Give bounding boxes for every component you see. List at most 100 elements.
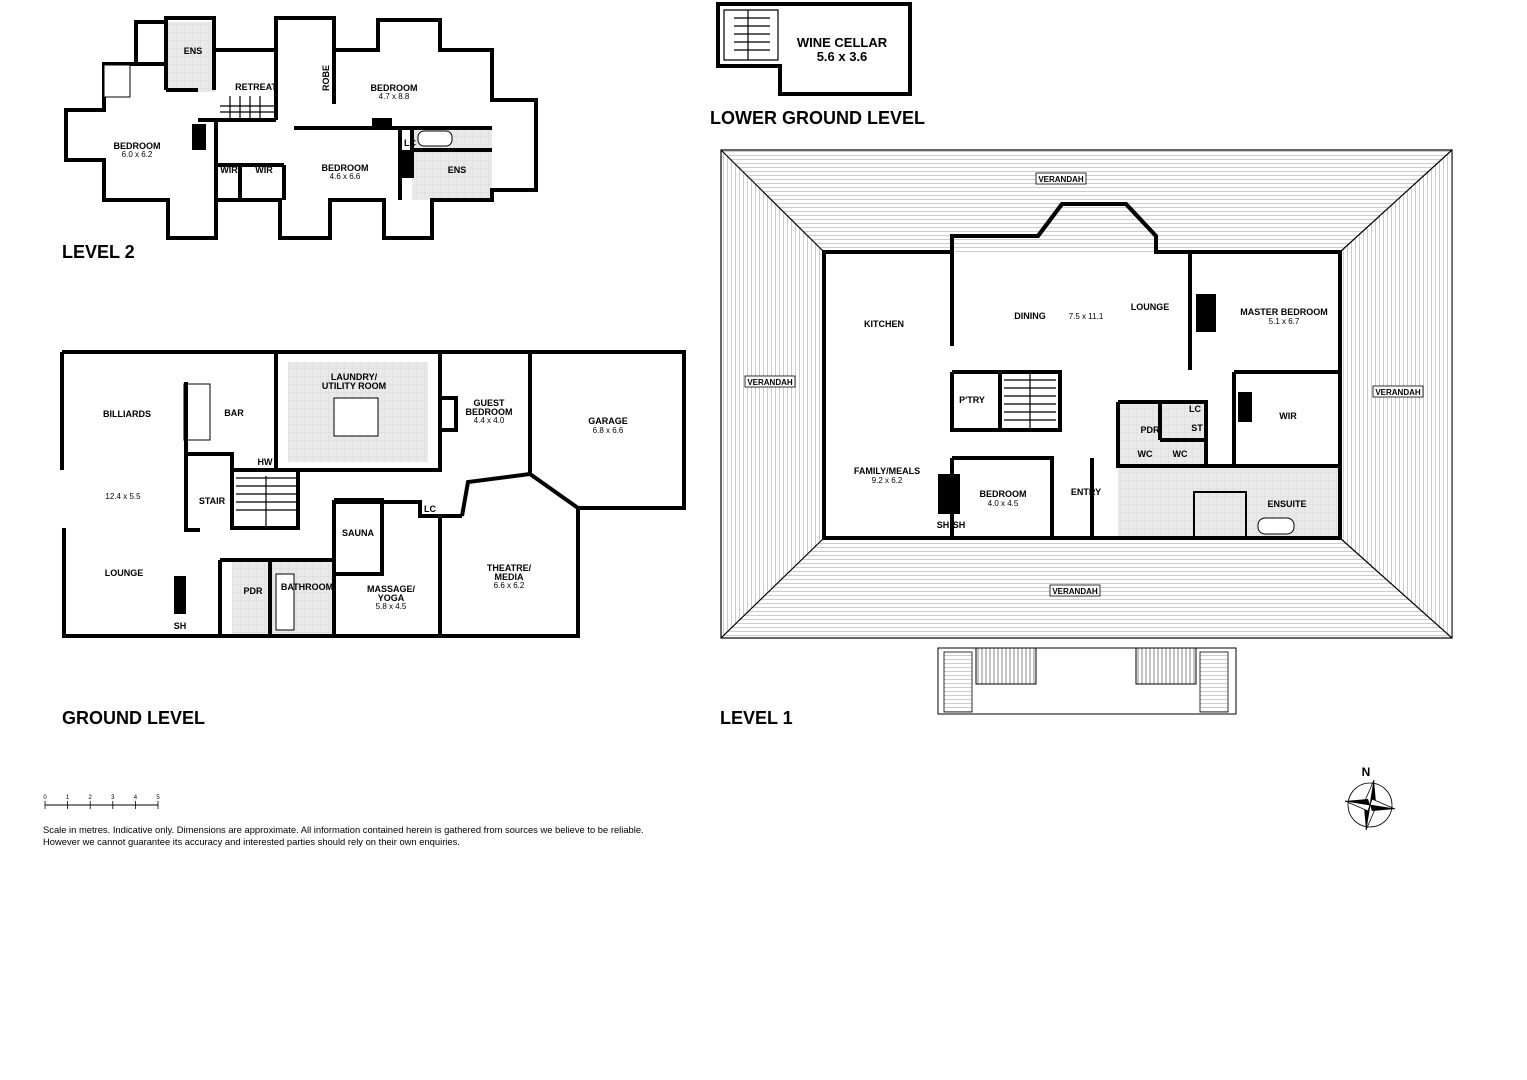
- room-label-bedroom-ne: BEDROOM: [371, 83, 418, 93]
- stair-icon: [220, 96, 276, 120]
- room-label-wc: WC: [1138, 449, 1153, 459]
- ground-plan: BILLIARDS 12.4 x 5.5 LOUNGE BAR LAUNDRY/…: [60, 350, 686, 638]
- room-label-guest-2: BEDROOM: [466, 407, 513, 417]
- verandah-top-box: [1035, 172, 1087, 185]
- level1-plan: VERANDAH VERANDAH VERANDAH VERANDAH KITC…: [720, 149, 1453, 715]
- room-label-ptry: P'TRY: [959, 395, 985, 405]
- room-label-entry: ENTRY: [1071, 487, 1101, 497]
- room-dim-theatre: 6.6 x 6.2: [494, 581, 525, 590]
- room-label-lounge: LOUNGE: [1131, 302, 1170, 312]
- stair-icon: [1004, 372, 1056, 430]
- room-label-laundry-2: UTILITY ROOM: [322, 381, 386, 391]
- room-label-theatre: THEATRE/: [487, 563, 532, 573]
- room-label-theatre-2: MEDIA: [495, 572, 525, 582]
- stair-icon: [1199, 651, 1229, 713]
- room-dim-bedroom-ne: 4.7 x 8.8: [379, 92, 410, 101]
- fireplace-icon: [400, 150, 414, 178]
- disclaimer-text: Scale in metres. Indicative only. Dimens…: [43, 824, 743, 848]
- level-title-ground: GROUND LEVEL: [62, 708, 205, 728]
- level-title-level1: LEVEL 1: [720, 708, 793, 728]
- fireplace-icon: [372, 118, 392, 128]
- room-label-family: FAMILY/MEALS: [854, 466, 920, 476]
- scale-tick-label: 0: [43, 795, 47, 801]
- room-label-sh: SH: [174, 621, 187, 631]
- verandah-bottom-box: [1049, 584, 1101, 597]
- room-label-lc: LC: [404, 138, 416, 148]
- room-label-robe: ROBE: [321, 65, 331, 91]
- room-label-sh: SH: [953, 520, 966, 530]
- compass-north-label: N: [1362, 765, 1371, 779]
- level2-inner-walls: [136, 22, 492, 200]
- compass-rose-icon: N: [1344, 765, 1396, 831]
- verandah-deck-top: [721, 150, 1452, 252]
- room-label-ensuite: ENSUITE: [1267, 499, 1306, 509]
- room-label-wir: WIR: [1279, 411, 1297, 421]
- stair-icon: [943, 651, 973, 713]
- verandah-left-box: [744, 375, 796, 388]
- ground-inner-walls: [184, 352, 580, 636]
- disclaimer-line-2: However we cannot guarantee its accuracy…: [43, 836, 460, 847]
- wine-cellar-dim: 5.6 x 3.6: [817, 49, 868, 64]
- ens-tile-floor: [166, 22, 216, 92]
- room-label-bedroom-w: BEDROOM: [114, 141, 161, 151]
- laundry-island: [333, 397, 379, 437]
- scale-tick-label: 2: [89, 795, 93, 801]
- scale-bar: 0 1 2 3 4 5: [43, 795, 160, 809]
- room-label-bar: BAR: [224, 408, 244, 418]
- room-dim-family: 9.2 x 6.2: [872, 476, 903, 485]
- room-label-massage: MASSAGE/: [367, 584, 416, 594]
- room-dim-billiards: 12.4 x 5.5: [105, 492, 141, 501]
- room-label-st: ST: [1191, 423, 1203, 433]
- level1-inner-walls: [950, 252, 1340, 538]
- room-label-pdr: PDR: [1140, 425, 1160, 435]
- level2-plan: ENS RETREAT ROBE BEDROOM 4.7 x 8.8 BEDRO…: [64, 16, 538, 240]
- room-dim-bedroom: 4.0 x 4.5: [988, 499, 1019, 508]
- room-label-billiards: BILLIARDS: [103, 409, 151, 419]
- stair-icon: [236, 476, 296, 526]
- room-label-lounge: LOUNGE: [105, 568, 144, 578]
- scale-tick-label: 4: [134, 795, 138, 801]
- bar-counter: [183, 383, 211, 441]
- room-label-master: MASTER BEDROOM: [1240, 307, 1328, 317]
- room-label-bedroom-c: BEDROOM: [322, 163, 369, 173]
- fireplace-icon: [174, 576, 186, 614]
- stair-icon: [1135, 647, 1197, 685]
- vanity-icon: [1193, 491, 1247, 539]
- room-dim-massage: 5.8 x 4.5: [376, 602, 407, 611]
- room-label-ens-right: ENS: [448, 165, 467, 175]
- scale-tick-label: 5: [156, 795, 160, 801]
- room-label-retreat: RETREAT: [235, 82, 277, 92]
- room-dim-bedroom-w: 6.0 x 6.2: [122, 150, 153, 159]
- room-dim-dining: 7.5 x 11.1: [1069, 312, 1104, 321]
- room-label-massage-2: YOGA: [378, 593, 405, 603]
- room-label-kitchen: KITCHEN: [864, 319, 904, 329]
- room-dim-master: 5.1 x 6.7: [1269, 317, 1300, 326]
- level-title-level2: LEVEL 2: [62, 242, 135, 262]
- shower-icon: [275, 573, 295, 631]
- fireplace-icon: [938, 474, 960, 514]
- room-label-hw: HW: [258, 457, 273, 467]
- disclaimer-line-1: Scale in metres. Indicative only. Dimens…: [43, 824, 644, 835]
- level1-outer-wall-stroke: [822, 202, 1342, 540]
- fireplace-icon: [192, 124, 206, 150]
- level2-outer-wall: [64, 16, 538, 240]
- room-label-verandah-bottom: VERANDAH: [1052, 587, 1098, 596]
- room-label-pdr: PDR: [243, 586, 263, 596]
- room-label-guest: GUEST: [473, 398, 505, 408]
- room-label-verandah-right: VERANDAH: [1375, 388, 1421, 397]
- bath-icon: [103, 64, 131, 98]
- room-label-verandah-left: VERANDAH: [747, 378, 793, 387]
- verandah-deck-left: [721, 150, 824, 638]
- wine-cellar-wall: [716, 2, 912, 96]
- room-label-wir: WIR: [255, 165, 273, 175]
- room-label-laundry: LAUNDRY/: [331, 372, 378, 382]
- room-label-lc: LC: [424, 504, 436, 514]
- room-dim-guest: 4.4 x 4.0: [474, 416, 505, 425]
- room-label-wc: WC: [1173, 449, 1188, 459]
- room-label-ens-left: ENS: [184, 46, 203, 56]
- room-label-verandah-top: VERANDAH: [1038, 175, 1084, 184]
- verandah-right-box: [1372, 385, 1424, 398]
- room-label-bathroom: BATHROOM: [281, 582, 333, 592]
- scale-tick-label: 1: [66, 795, 70, 801]
